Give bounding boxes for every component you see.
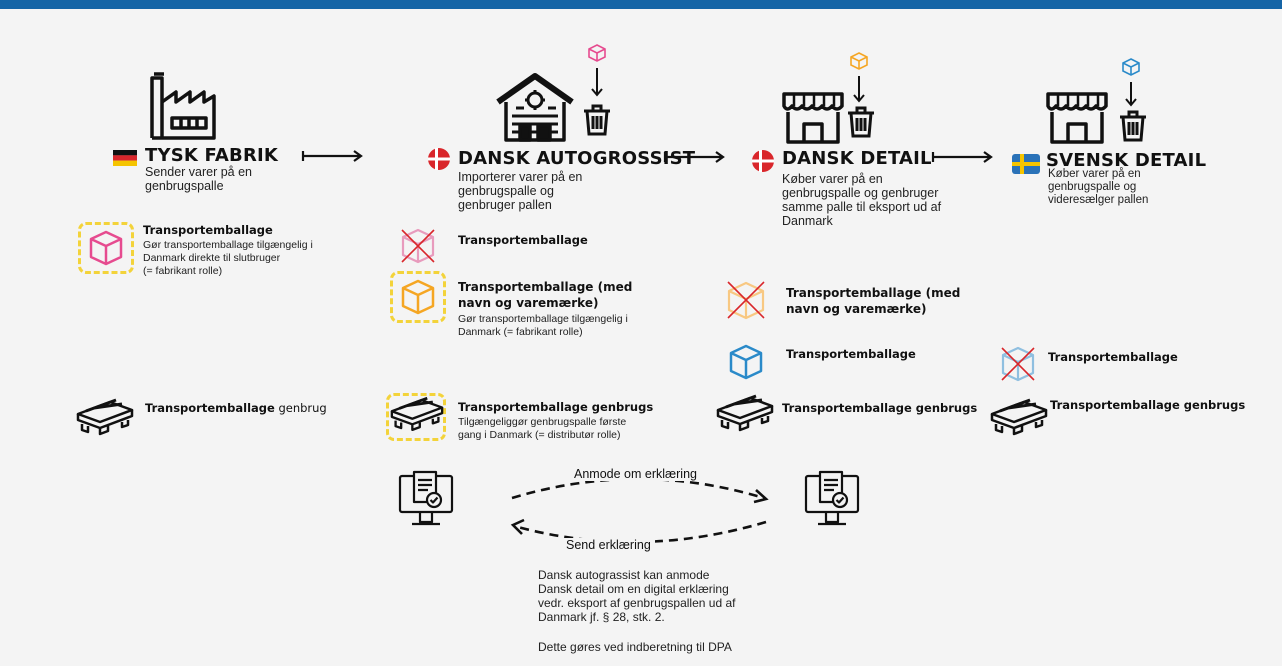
send-label: Send erklæring xyxy=(562,538,655,552)
item-title: Transportemballage genbrugs xyxy=(1050,398,1246,412)
item-title: Transportemballage xyxy=(143,223,273,237)
column-title: DANSK DETAIL xyxy=(782,148,932,169)
highlight-box xyxy=(386,393,446,441)
trash-bin-icon xyxy=(848,106,874,138)
item-title: Transportemballage (med navn og varemærk… xyxy=(786,286,961,316)
orange-box-icon xyxy=(850,52,868,70)
item-title: Transportemballage genbrug xyxy=(145,401,327,416)
arrow-down-icon xyxy=(1125,82,1137,107)
column-title: SVENSK DETAIL xyxy=(1046,150,1207,171)
factory-icon xyxy=(150,72,216,140)
shop-icon xyxy=(782,92,844,144)
pink-box-crossed-icon xyxy=(401,228,435,264)
pallet-icon xyxy=(990,398,1048,436)
item-title-bold: Transportemballage xyxy=(145,401,275,415)
highlight-box xyxy=(78,222,134,274)
item-title: Transportemballage genbrugs xyxy=(458,400,654,414)
request-label: Anmode om erklæring xyxy=(570,467,701,481)
column-description: Sender varer på en genbrugspalle xyxy=(145,165,253,193)
column-description: Køber varer på en genbrugspalle og vider… xyxy=(1048,168,1149,206)
arrow-down-icon xyxy=(853,76,865,103)
column-description: Køber varer på en genbrugspalle og genbr… xyxy=(782,172,942,228)
orange-box-icon xyxy=(401,279,435,315)
item-title: Transportemballage xyxy=(458,233,588,247)
top-bar xyxy=(0,0,1282,9)
item-title-suffix: genbrug xyxy=(274,401,327,415)
exchange-note: Dansk autograssist kan anmode Dansk deta… xyxy=(538,568,736,624)
item-title: Transportemballage xyxy=(786,347,916,361)
arrow-down-icon xyxy=(591,68,603,97)
pallet-icon xyxy=(390,396,444,432)
column-title: TYSK FABRIK xyxy=(145,145,279,166)
column-title: DANSK AUTOGROSSIST xyxy=(458,148,696,169)
item-title: Transportemballage genbrugs xyxy=(782,401,978,415)
blue-box-icon xyxy=(1122,58,1140,76)
item-description: Tilgængeliggør genbrugspalle første gang… xyxy=(458,416,627,441)
denmark-flag xyxy=(428,148,450,170)
highlight-box xyxy=(390,271,446,323)
blue-box-crossed-icon xyxy=(1001,346,1035,382)
warehouse-icon xyxy=(496,73,574,142)
computer-document-icon xyxy=(398,470,454,526)
shop-icon xyxy=(1046,92,1108,144)
flow-arrow xyxy=(663,151,725,163)
flow-arrow xyxy=(301,150,363,162)
trash-bin-icon xyxy=(584,104,610,136)
flow-arrow xyxy=(931,151,993,163)
item-description: Gør transportemballage tilgængelig i Dan… xyxy=(458,313,628,338)
orange-box-crossed-icon xyxy=(727,281,765,320)
pink-box-icon xyxy=(89,230,123,266)
item-title: Transportemballage (med navn og varemærk… xyxy=(458,280,633,310)
pallet-icon xyxy=(76,398,134,436)
sweden-flag xyxy=(1012,154,1040,174)
computer-document-icon xyxy=(804,470,860,526)
column-description: Importerer varer på en genbrugspalle og … xyxy=(458,170,583,212)
blue-box-icon xyxy=(729,344,763,380)
denmark-flag xyxy=(752,150,774,172)
pink-box-icon xyxy=(588,44,606,62)
exchange-note-dpa: Dette gøres ved indberetning til DPA xyxy=(538,640,732,654)
item-description: Gør transportemballage tilgængelig i Dan… xyxy=(143,239,313,277)
trash-bin-icon xyxy=(1120,110,1146,142)
germany-flag xyxy=(113,150,137,166)
item-title: Transportemballage xyxy=(1048,350,1178,364)
pallet-icon xyxy=(716,394,774,432)
